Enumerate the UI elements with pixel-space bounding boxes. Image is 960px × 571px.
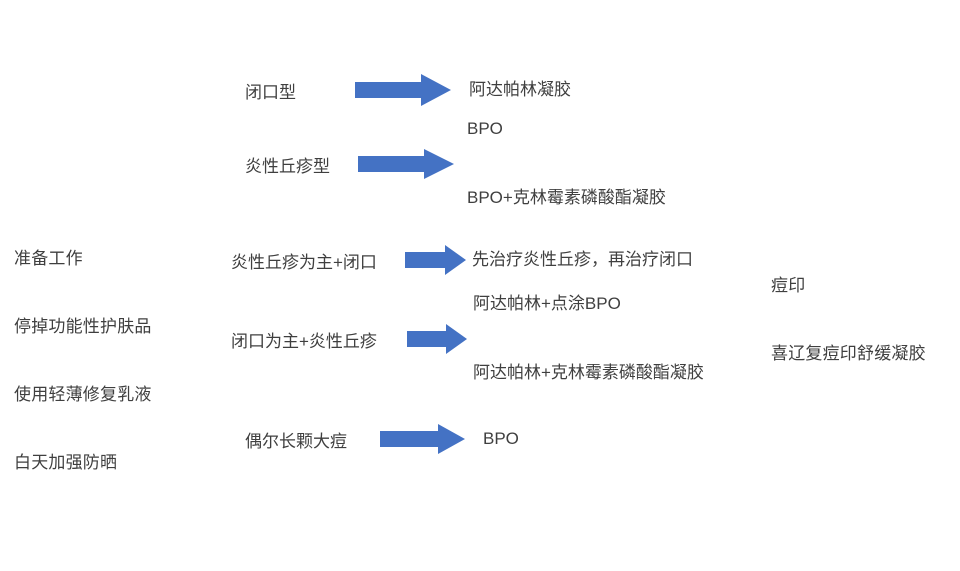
- preparation-line-3: 白天加强防晒: [14, 452, 118, 472]
- aftercare-block: 痘印 喜辽复痘印舒缓凝胶: [771, 229, 926, 410]
- row-2-target-1: BPO+克林霉素磷酸酯凝胶: [467, 187, 666, 207]
- flow-row-1: 闭口型 阿达帕林凝胶: [245, 74, 571, 106]
- preparation-line-2: 使用轻薄修复乳液: [14, 384, 152, 404]
- row-5-target-0: BPO: [483, 428, 519, 448]
- row-2-label: 炎性丘疹型: [245, 156, 330, 176]
- flow-row-3: 炎性丘疹为主+闭口 先治疗炎性丘疹，再治疗闭口: [231, 244, 693, 276]
- flow-row-2: 炎性丘疹型 BPO BPO+克林霉素磷酸酯凝胶: [245, 119, 666, 206]
- aftercare-line-1: 喜辽复痘印舒缓凝胶: [771, 343, 926, 363]
- preparation-block: 准备工作 停掉功能性护肤品 使用轻薄修复乳液 白天加强防晒: [14, 202, 152, 519]
- row-4-target-1: 阿达帕林+克林霉素磷酸酯凝胶: [473, 362, 704, 382]
- row-5-label: 偶尔长颗大痘: [245, 431, 347, 451]
- aftercare-line-0: 痘印: [771, 275, 806, 295]
- flow-row-5: 偶尔长颗大痘 BPO: [245, 423, 519, 455]
- row-1-target-block: 阿达帕林凝胶: [469, 33, 571, 147]
- right-block-arrow-icon: [358, 149, 454, 179]
- flow-row-4: 闭口为主+炎性丘疹 阿达帕林+点涂BPO 阿达帕林+克林霉素磷酸酯凝胶: [231, 294, 704, 381]
- right-block-arrow-icon: [355, 74, 451, 106]
- right-block-arrow-icon: [407, 324, 467, 354]
- preparation-line-1: 停掉功能性护肤品: [14, 316, 152, 336]
- right-block-arrow-icon: [405, 245, 466, 275]
- row-1-label: 闭口型: [245, 82, 296, 102]
- row-2-target-block: BPO BPO+克林霉素磷酸酯凝胶: [467, 73, 666, 255]
- row-1-target-0: 阿达帕林凝胶: [469, 79, 571, 99]
- row-4-label: 闭口为主+炎性丘疹: [231, 331, 377, 351]
- right-block-arrow-icon: [380, 424, 465, 454]
- row-5-target-block: BPO: [483, 382, 519, 496]
- row-3-label: 炎性丘疹为主+闭口: [231, 252, 377, 272]
- row-4-target-0: 阿达帕林+点涂BPO: [473, 294, 621, 314]
- row-3-target-0: 先治疗炎性丘疹，再治疗闭口: [472, 249, 693, 269]
- row-3-target-block: 先治疗炎性丘疹，再治疗闭口: [472, 203, 693, 317]
- preparation-line-0: 准备工作: [14, 248, 83, 268]
- row-4-target-block: 阿达帕林+点涂BPO 阿达帕林+克林霉素磷酸酯凝胶: [473, 248, 704, 430]
- row-2-target-0: BPO: [467, 119, 503, 139]
